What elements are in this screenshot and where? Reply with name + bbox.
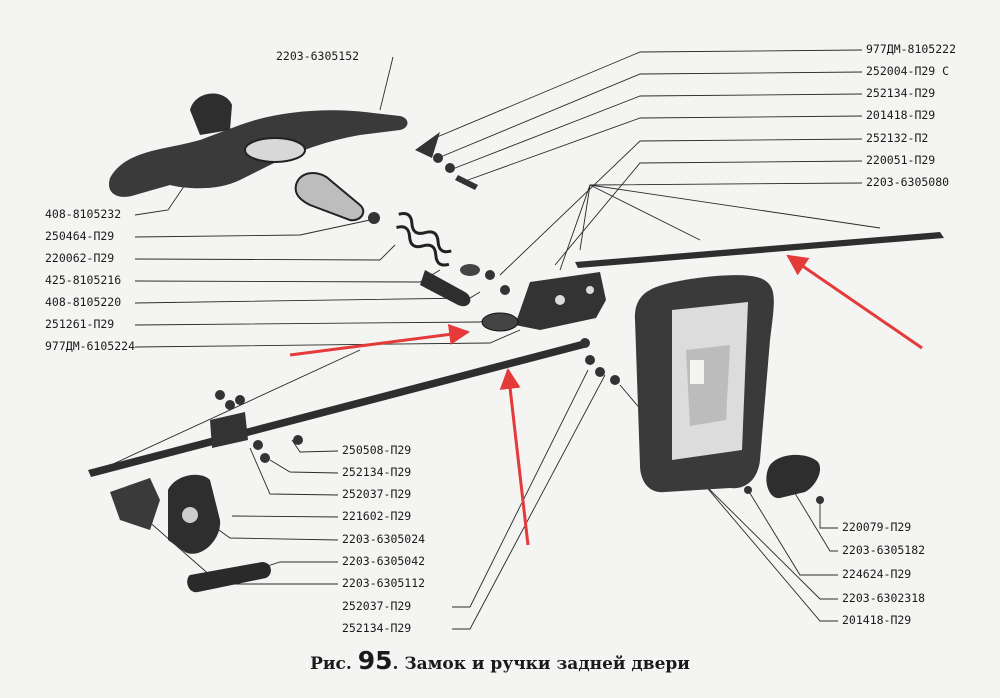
part-label: 252134-П29 <box>342 465 412 479</box>
part-label: 220051-П29 <box>866 153 936 167</box>
part-label: 2203-6305182 <box>842 543 926 557</box>
part-label: 977ДМ-8105222 <box>866 42 957 56</box>
arrow-to-lock <box>289 324 471 357</box>
part-inner-handle <box>109 93 408 197</box>
part-label: 2203-6305080 <box>866 175 950 189</box>
arrow-to-lower-rod <box>499 367 530 546</box>
part-label: 220079-П29 <box>842 520 912 534</box>
part-label: 2203-6302318 <box>842 591 926 605</box>
part-label: 252037-П29 <box>342 487 412 501</box>
part-label: 201418-П29 <box>842 613 912 627</box>
caption-text: Замок и ручки задней двери <box>404 654 690 674</box>
part-label: 2203-6305042 <box>342 554 426 568</box>
part-label: 220062-П29 <box>45 251 115 265</box>
part-label: 252037-П29 <box>342 599 412 613</box>
part-label: 221602-П29 <box>342 509 412 523</box>
part-top-fasteners <box>415 132 478 190</box>
part-top-rod <box>575 232 944 268</box>
part-label: 2203-6305152 <box>276 49 360 63</box>
part-link-plate <box>294 172 380 224</box>
part-handle-trim <box>168 474 221 554</box>
part-label: 977ДМ-6105224 <box>45 339 136 353</box>
part-label: 408-8105232 <box>45 207 122 221</box>
part-label: 251261-П29 <box>45 317 115 331</box>
part-label: 250508-П29 <box>342 443 412 457</box>
part-label: 252134-П29 <box>866 86 936 100</box>
figure-caption: Рис. 95. Замок и ручки задней двери <box>310 646 690 675</box>
part-outer-handle <box>744 454 824 504</box>
part-lower-rod <box>88 338 590 477</box>
part-spring <box>396 212 452 267</box>
part-label: 250464-П29 <box>45 229 115 243</box>
arrow-to-top-rod <box>786 254 923 350</box>
part-escutcheon-frame <box>634 275 774 493</box>
part-rod-guides <box>210 355 620 463</box>
part-label: 425-8105216 <box>45 273 122 287</box>
part-label: 224624-П29 <box>842 567 912 581</box>
part-button <box>187 562 271 593</box>
part-label: 2203-6305112 <box>342 576 426 590</box>
caption-prefix: Рис. <box>310 654 352 674</box>
part-label: 252134-П29 <box>342 621 412 635</box>
red-arrows <box>289 254 923 546</box>
part-cylinder <box>420 264 480 307</box>
part-lock-body <box>481 270 606 332</box>
part-label: 408-8105220 <box>45 295 122 309</box>
part-label: 252004-П29 С <box>866 64 950 78</box>
part-latch-bracket <box>110 478 160 530</box>
part-label: 252132-П2 <box>866 131 929 145</box>
caption-number: 95 <box>357 646 393 675</box>
part-label: 2203-6305024 <box>342 532 426 546</box>
part-label: 201418-П29 <box>866 108 936 122</box>
